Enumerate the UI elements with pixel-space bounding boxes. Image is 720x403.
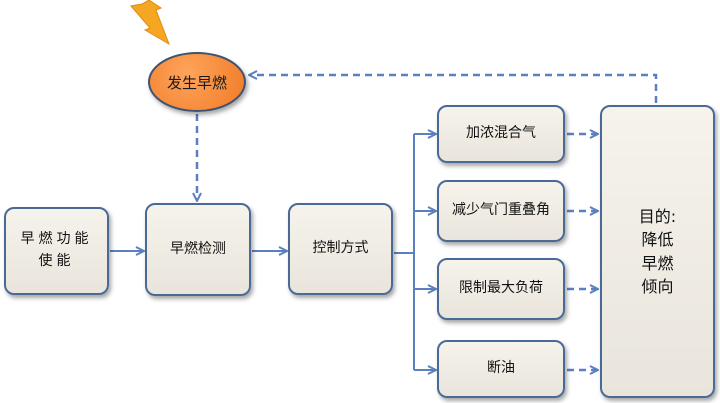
function-enable-label: 早燃功能使能	[20, 231, 93, 269]
measure-limit-label: 限制最大负荷	[459, 280, 543, 297]
detection-label: 早燃检测	[170, 240, 226, 257]
dashed-feedback-goal-to-event	[250, 75, 658, 103]
measure-limit-box: 限制最大负荷	[437, 258, 565, 320]
control-method-label: 控制方式	[312, 240, 369, 257]
measure-overlap-label: 减少气门重叠角	[452, 202, 550, 219]
measure-cut-label: 断油	[487, 360, 515, 377]
measure-overlap-box: 减少气门重叠角	[437, 180, 565, 242]
goal-line: 降低	[641, 230, 674, 250]
function-enable-box: 早燃功能使能	[4, 207, 109, 295]
measure-cut-box: 断油	[437, 340, 565, 398]
branch-connector	[394, 134, 415, 370]
goal-line: 早燃	[641, 253, 674, 273]
goal-box: 目的: 降低 早燃 倾向	[600, 105, 715, 398]
event-circle: 发生早燃	[148, 52, 246, 112]
event-label: 发生早燃	[166, 73, 227, 92]
detection-box: 早燃检测	[145, 203, 251, 296]
goal-line: 目的:	[638, 207, 677, 227]
measure-enrich-box: 加浓混合气	[437, 105, 565, 163]
control-method-box: 控制方式	[288, 203, 393, 295]
goal-text: 目的: 降低 早燃 倾向	[635, 205, 680, 298]
goal-line: 倾向	[641, 276, 674, 296]
measure-enrich-label: 加浓混合气	[466, 125, 536, 142]
